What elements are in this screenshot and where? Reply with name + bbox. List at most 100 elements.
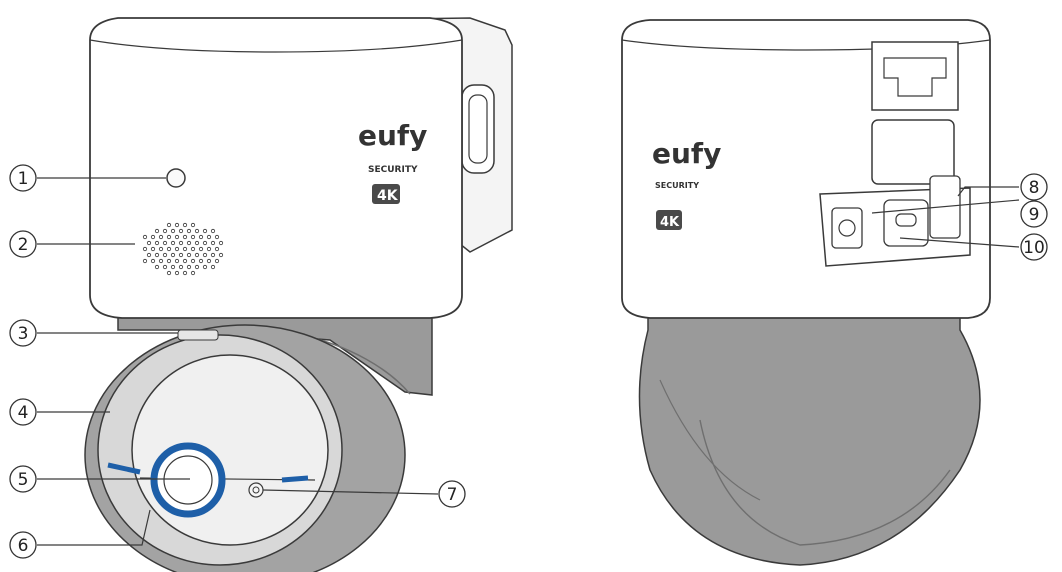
front-4k-badge [372, 184, 400, 204]
speaker-hole [154, 228, 160, 234]
speaker-hole [174, 234, 180, 240]
speaker-hole [162, 240, 168, 246]
callout-1: 1 [9, 164, 37, 192]
speaker-hole [182, 234, 188, 240]
svg-text:7: 7 [447, 485, 458, 505]
speaker-hole [166, 234, 172, 240]
speaker-hole [198, 246, 204, 252]
front-logo-brand: eufy [358, 119, 427, 152]
speaker-hole [182, 270, 188, 276]
speaker-hole [154, 240, 160, 246]
speaker-hole [158, 258, 164, 264]
speaker-hole [186, 240, 192, 246]
speaker-hole [162, 228, 168, 234]
speaker-hole [190, 270, 196, 276]
speaker-hole [150, 258, 156, 264]
callout-lines [37, 177, 1020, 546]
svg-text:6: 6 [18, 536, 29, 556]
speaker-hole [194, 228, 200, 234]
speaker-hole [178, 252, 184, 258]
callout-8: 8 [1020, 173, 1048, 201]
speaker-hole [158, 246, 164, 252]
speaker-hole [166, 246, 172, 252]
speaker-hole [186, 228, 192, 234]
callout-9: 9 [1020, 200, 1048, 228]
speaker-hole [218, 240, 224, 246]
speaker-hole [150, 234, 156, 240]
speaker-hole [206, 258, 212, 264]
svg-text:2: 2 [18, 235, 29, 255]
speaker-hole [214, 234, 220, 240]
callout-7: 7 [438, 480, 466, 508]
speaker-hole [170, 252, 176, 258]
speaker-hole [198, 234, 204, 240]
callout-badges: 1 2 3 4 5 6 7 8 [9, 164, 1048, 559]
speaker-hole [170, 240, 176, 246]
callout-6: 6 [9, 531, 37, 559]
speaker-hole [174, 258, 180, 264]
rear-4k-label: 4K [660, 215, 680, 230]
speaker-hole [210, 264, 216, 270]
svg-text:5: 5 [18, 470, 29, 490]
speaker-hole [170, 228, 176, 234]
svg-text:4: 4 [18, 403, 29, 423]
speaker-hole [178, 228, 184, 234]
speaker-hole [174, 246, 180, 252]
speaker-hole [170, 264, 176, 270]
speaker-hole [202, 240, 208, 246]
rear-dome [638, 304, 981, 566]
svg-text:8: 8 [1029, 178, 1040, 198]
speaker-hole [194, 252, 200, 258]
speaker-hole [194, 264, 200, 270]
speaker-hole [186, 252, 192, 258]
speaker-hole [190, 258, 196, 264]
speaker-hole [190, 222, 196, 228]
speaker-hole [202, 228, 208, 234]
rear-camera: eufy SECURITY 4K [621, 19, 991, 566]
callout-5: 5 [9, 465, 37, 493]
speaker-hole [142, 258, 148, 264]
speaker-hole [210, 228, 216, 234]
speaker-hole [190, 234, 196, 240]
speaker-hole [214, 258, 220, 264]
speaker-hole [146, 240, 152, 246]
speaker-hole [186, 264, 192, 270]
front-camera: eufy SECURITY 4K [84, 17, 513, 572]
speaker-hole [142, 234, 148, 240]
speaker-hole [214, 246, 220, 252]
speaker-hole [182, 258, 188, 264]
speaker-hole [166, 258, 172, 264]
speaker-hole [154, 252, 160, 258]
front-logo-sub: SECURITY [368, 165, 418, 175]
callout-4: 4 [9, 398, 37, 426]
speaker-hole [218, 252, 224, 258]
speaker-hole [210, 252, 216, 258]
speaker-hole [150, 246, 156, 252]
speaker-hole [190, 246, 196, 252]
callout-2: 2 [9, 230, 37, 258]
status-led-strip [177, 329, 219, 341]
speaker-hole [162, 264, 168, 270]
speaker-hole [178, 240, 184, 246]
speaker-hole [210, 240, 216, 246]
svg-text:9: 9 [1029, 205, 1040, 225]
speaker-hole [166, 222, 172, 228]
speaker-hole [174, 222, 180, 228]
speaker-hole [178, 264, 184, 270]
callout-10: 10 [1020, 233, 1048, 261]
speaker-hole [154, 264, 160, 270]
callout-3: 3 [9, 319, 37, 347]
front-4k-label: 4K [377, 188, 399, 204]
light-sensor [166, 168, 186, 188]
rear-mount-plate [871, 41, 959, 185]
speaker-hole [198, 258, 204, 264]
rear-logo-brand: eufy [652, 137, 721, 170]
svg-text:1: 1 [18, 169, 29, 189]
speaker-hole [202, 264, 208, 270]
speaker-hole [182, 246, 188, 252]
speaker-hole [194, 240, 200, 246]
front-logo: eufy SECURITY 4K [358, 119, 427, 204]
rear-4k-badge [656, 210, 682, 230]
